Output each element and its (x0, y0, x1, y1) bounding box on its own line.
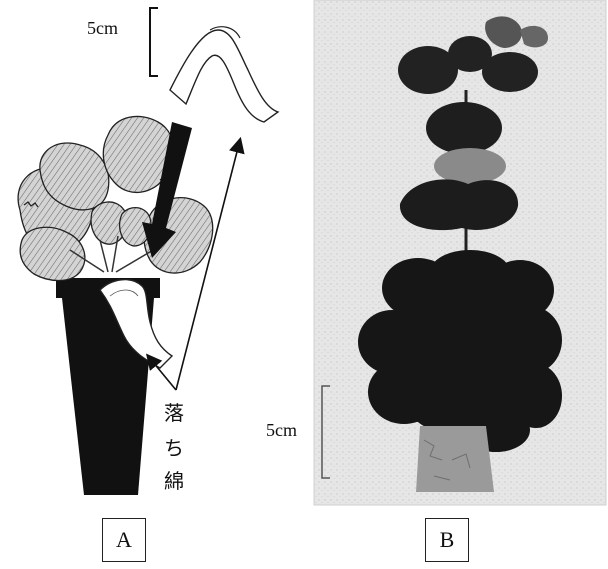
panel-label-a: A (102, 518, 146, 562)
scale-label-a: 5cm (87, 18, 118, 39)
scale-bracket-a-icon (150, 8, 158, 76)
annotation-char-1: 落 (164, 403, 184, 423)
scale-label-b: 5cm (266, 420, 297, 441)
panel-a-illustration (18, 8, 278, 495)
annotation-char-3: 綿 (164, 471, 184, 491)
cotton-strip (170, 27, 278, 122)
panel-label-b: B (425, 518, 469, 562)
annotation-char-2: ち (164, 438, 184, 458)
soil-plug (416, 426, 494, 492)
panel-b-photo (314, 0, 606, 505)
